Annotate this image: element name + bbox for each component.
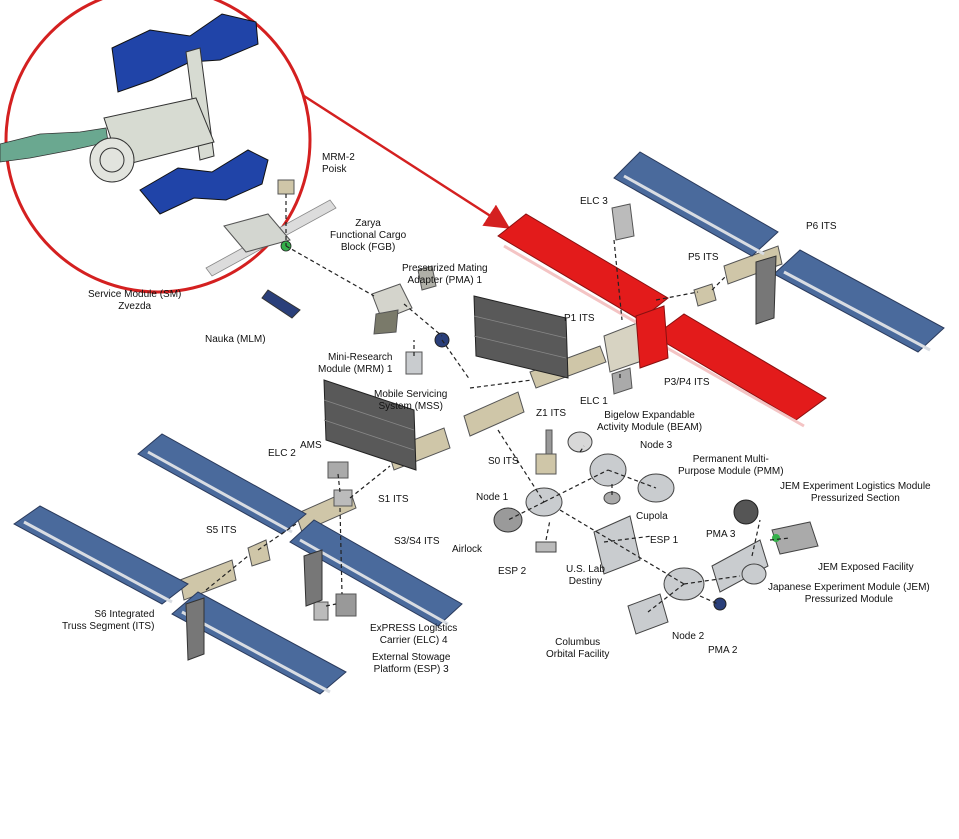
label-pma2: PMA 2 <box>708 645 738 656</box>
label-ams: AMS <box>300 440 322 451</box>
magnified-truss <box>89 47 215 183</box>
magnified-callout <box>0 0 312 294</box>
callout-arrow <box>303 94 511 229</box>
label-pma1: Pressurized Mating Adapter (PMA) 1 <box>402 263 488 286</box>
label-elc4: ExPRESS Logistics Carrier (ELC) 4 <box>370 623 458 646</box>
label-s6-its: S6 Integrated Truss Segment (ITS) <box>62 609 155 632</box>
label-elc1: ELC 1 <box>580 396 608 407</box>
starboard-solar-arrays <box>13 433 463 695</box>
label-p3-p4-its: P3/P4 ITS <box>664 377 710 388</box>
label-airlock: Airlock <box>452 544 483 555</box>
label-esp1: ESP 1 <box>650 535 679 546</box>
label-elc2: ELC 2 <box>268 448 296 459</box>
label-p1-its: P1 ITS <box>564 313 595 324</box>
label-s0-its: S0 ITS <box>488 456 519 467</box>
label-node3: Node 3 <box>640 440 673 451</box>
label-jem-pressurized-module: Japanese Experiment Module (JEM) Pressur… <box>768 582 930 605</box>
label-mrm1: Mini-Research Module (MRM) 1 <box>318 352 393 375</box>
label-service-module-zvezda: Service Module (SM) Zvezda <box>88 289 182 312</box>
label-node1: Node 1 <box>476 492 509 503</box>
magnified-arrays <box>0 13 269 215</box>
label-s5-its: S5 ITS <box>206 525 237 536</box>
label-us-lab-destiny: U.S. Lab Destiny <box>566 564 605 587</box>
label-cupola: Cupola <box>636 511 668 522</box>
label-mrm2-poisk: MRM-2 Poisk <box>322 152 355 175</box>
label-jem-exposed-facility: JEM Exposed Facility <box>818 562 914 573</box>
label-p6-its: P6 ITS <box>806 221 837 232</box>
label-nauka-mlm: Nauka (MLM) <box>205 334 266 345</box>
label-s1-its: S1 ITS <box>378 494 409 505</box>
label-pmm: Permanent Multi- Purpose Module (PMM) <box>678 454 784 477</box>
label-columbus: Columbus Orbital Facility <box>546 637 610 660</box>
label-p5-its: P5 ITS <box>688 252 719 263</box>
center-truss <box>323 379 557 475</box>
label-beam: Bigelow Expandable Activity Module (BEAM… <box>597 410 703 433</box>
p1-radiators <box>473 295 569 379</box>
p6-solar-arrays <box>613 151 945 353</box>
label-z1-its: Z1 ITS <box>536 408 567 419</box>
label-esp3: External Stowage Platform (ESP) 3 <box>372 652 451 675</box>
label-s3-s4-its: S3/S4 ITS <box>394 536 440 547</box>
pressurized-modules <box>493 431 819 635</box>
p4-solar-arrays-highlighted <box>497 213 827 428</box>
label-esp2: ESP 2 <box>498 566 527 577</box>
label-elc3: ELC 3 <box>580 196 608 207</box>
label-zarya-fgb: Zarya Functional Cargo Block (FGB) <box>330 218 407 253</box>
russian-segment <box>205 179 450 375</box>
connector-lines <box>205 194 791 613</box>
label-pma3: PMA 3 <box>706 529 736 540</box>
label-mss: Mobile Servicing System (MSS) <box>374 389 448 412</box>
label-node2: Node 2 <box>672 631 705 642</box>
label-jem-els: JEM Experiment Logistics Module Pressuri… <box>780 481 931 504</box>
